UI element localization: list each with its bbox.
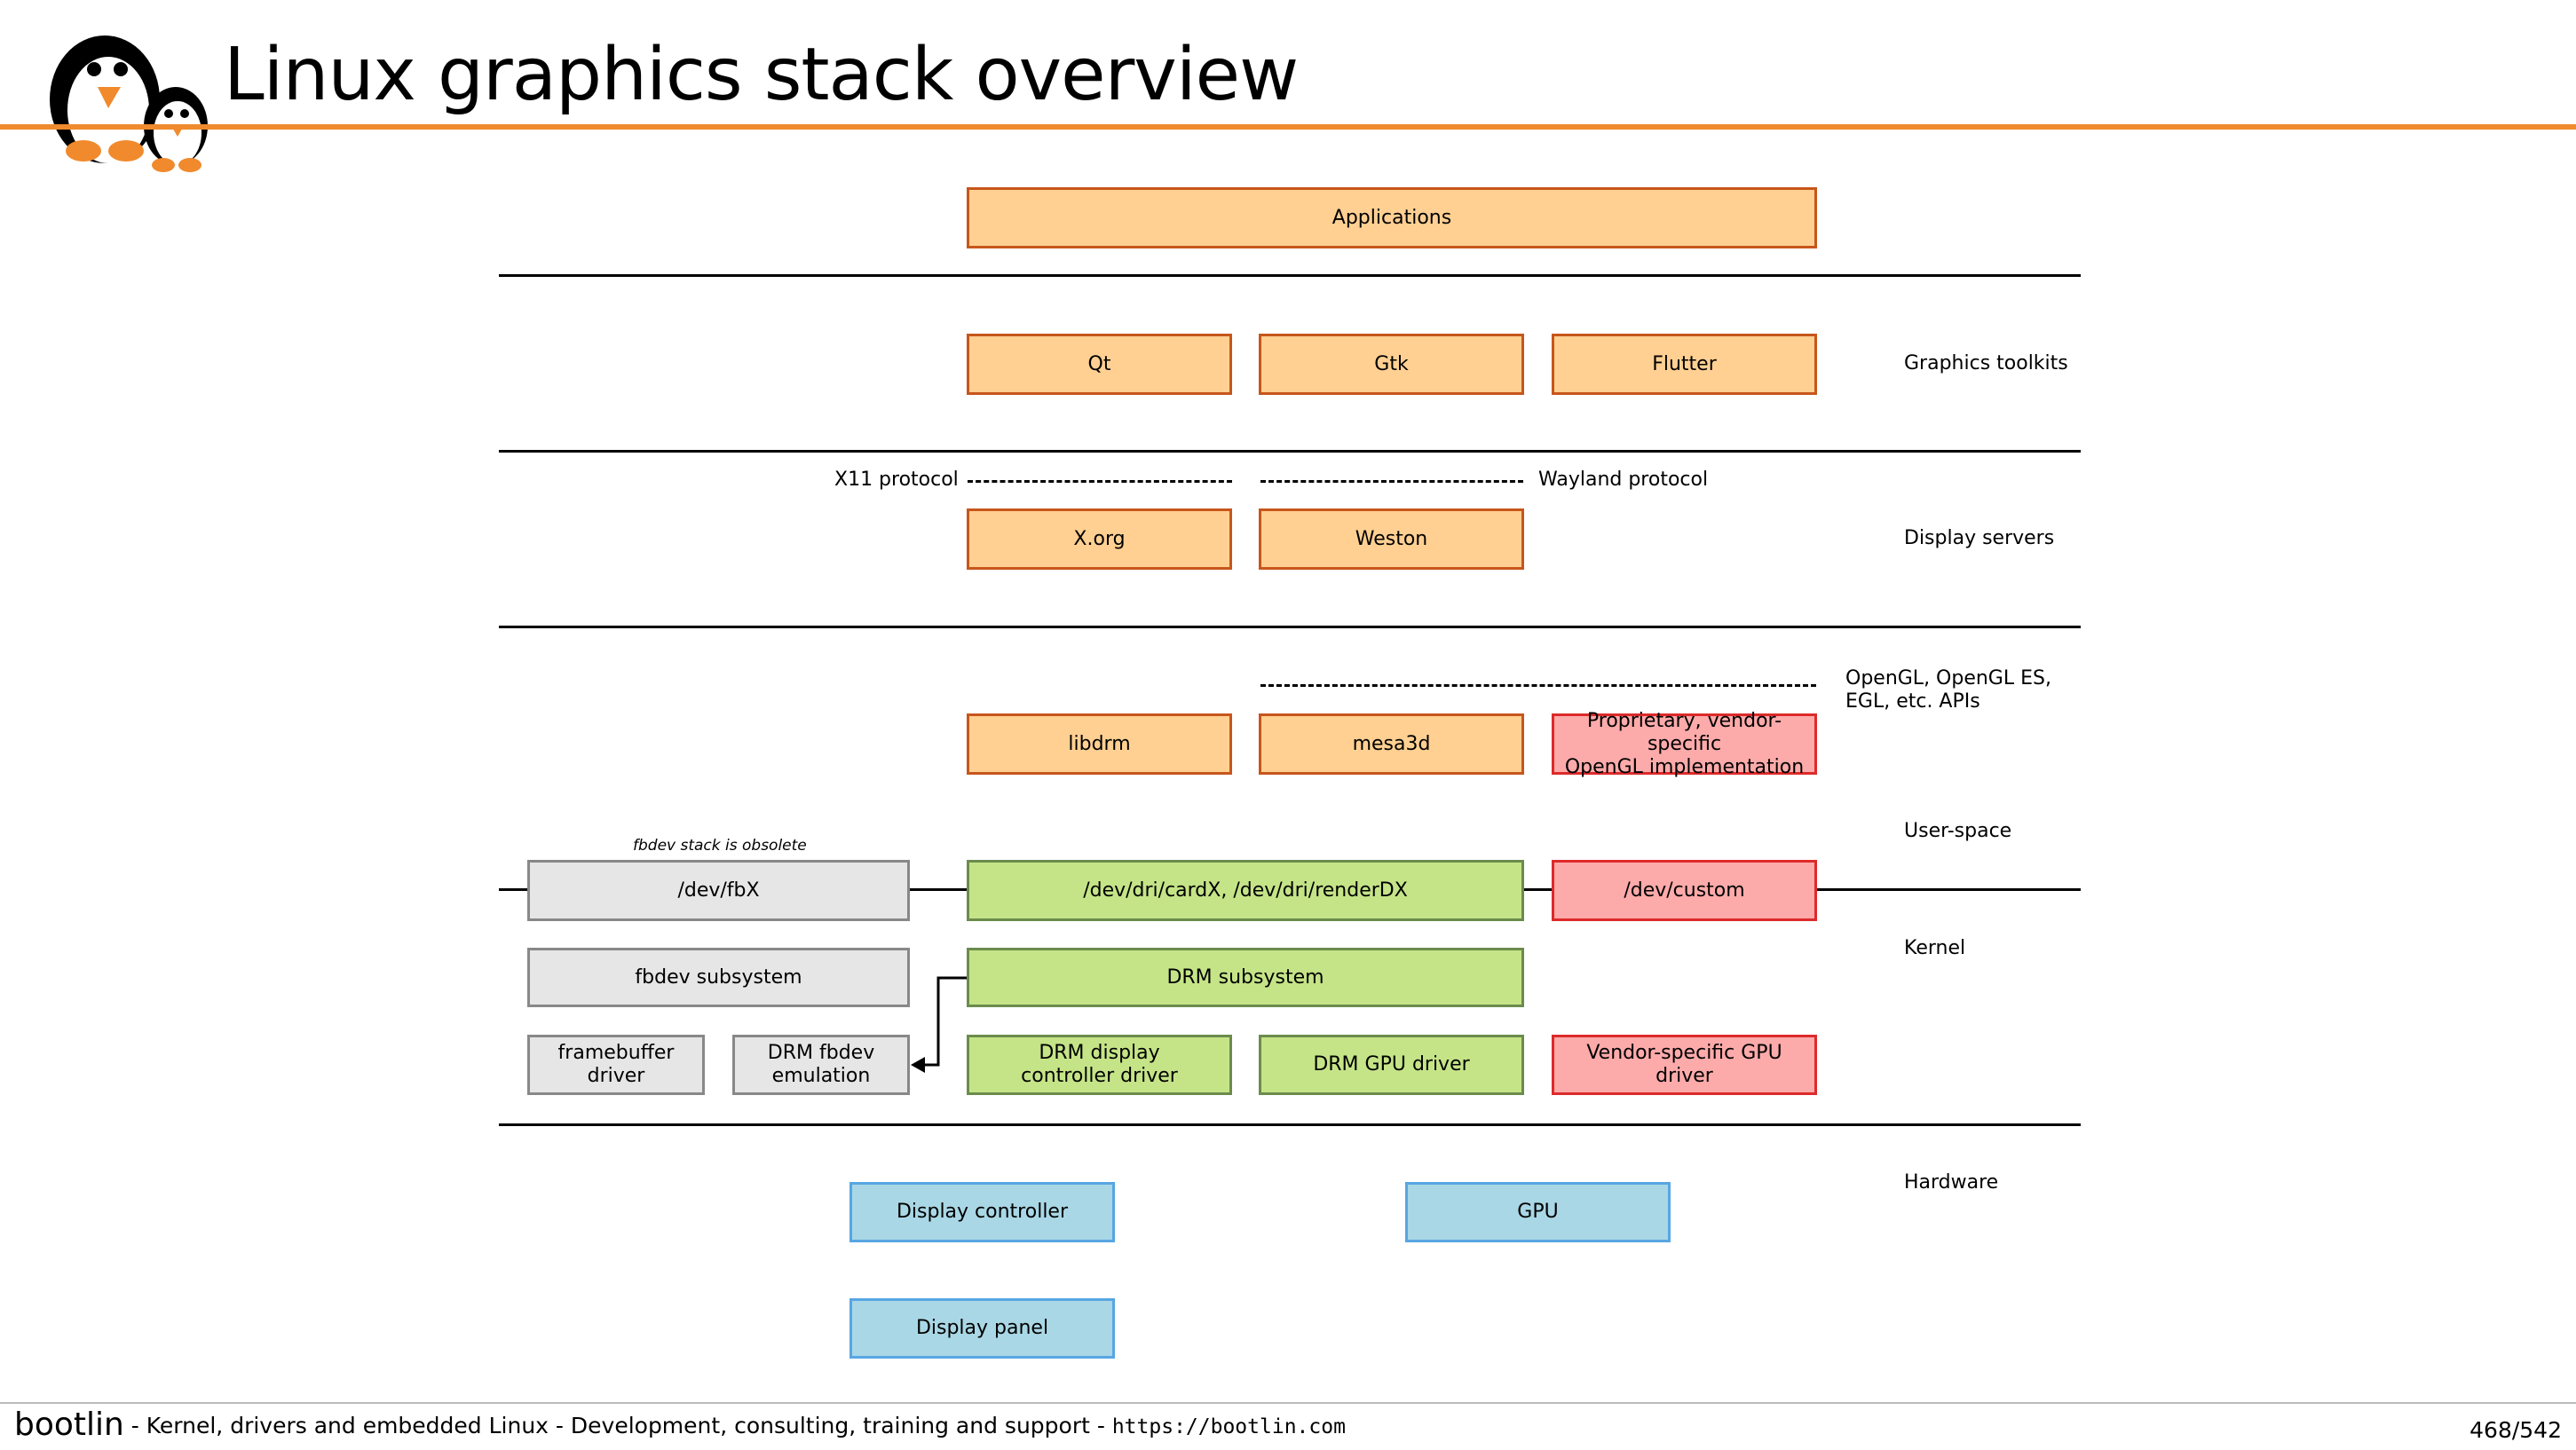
wayland-protocol-label: Wayland protocol	[1538, 469, 1709, 491]
qt-box: Qt	[967, 334, 1232, 395]
dev-dri-box: /dev/dri/cardX, /dev/dri/renderDX	[967, 860, 1524, 921]
layer-label-display-servers: Display servers	[1904, 527, 2055, 549]
drm-gpu-driver-box: DRM GPU driver	[1259, 1035, 1524, 1095]
footer-url-link[interactable]: https://bootlin.com	[1111, 1415, 1346, 1438]
drm-subsystem-box: DRM subsystem	[967, 948, 1524, 1007]
layer-label-graphics-toolkits: Graphics toolkits	[1904, 352, 2068, 374]
weston-box: Weston	[1259, 508, 1524, 570]
separator-toolkits	[499, 450, 2081, 453]
layer-label-hardware: Hardware	[1904, 1171, 1999, 1194]
page-number: 468/542	[2469, 1417, 2562, 1443]
layer-label-user-space: User-space	[1904, 820, 2012, 842]
proprietary-opengl-box: Proprietary, vendor-specific OpenGL impl…	[1552, 710, 1817, 778]
separator-kernel-hardware	[499, 1123, 2081, 1126]
opengl-api-line	[1260, 684, 1816, 687]
xorg-box: X.org	[967, 508, 1232, 570]
applications-box: Applications	[967, 187, 1817, 248]
footer-divider	[0, 1402, 2576, 1404]
bootlin-logo: bootlin	[14, 1407, 124, 1443]
display-controller-box: Display controller	[849, 1182, 1115, 1242]
dev-custom-box: /dev/custom	[1552, 860, 1817, 921]
gtk-box: Gtk	[1259, 334, 1524, 395]
display-panel-box: Display panel	[849, 1298, 1115, 1359]
drm-fbdev-emulation-box: DRM fbdev emulation	[732, 1035, 910, 1095]
framebuffer-driver-box: framebuffer driver	[527, 1035, 705, 1095]
flutter-box: Flutter	[1552, 334, 1817, 395]
opengl-apis-label-line1: OpenGL, OpenGL ES,	[1845, 667, 2051, 690]
x11-protocol-label: X11 protocol	[834, 469, 959, 491]
fbdev-obsolete-note: fbdev stack is obsolete	[633, 837, 807, 855]
fbdev-subsystem-box: fbdev subsystem	[527, 948, 910, 1007]
opengl-apis-label-line2: EGL, etc. APIs	[1845, 690, 1980, 713]
libdrm-box: libdrm	[967, 713, 1232, 775]
footer-tagline: - Kernel, drivers and embedded Linux - D…	[130, 1413, 1105, 1438]
x11-protocol-line	[968, 480, 1232, 483]
drm-display-controller-driver-box: DRM display controller driver	[967, 1035, 1232, 1095]
dev-fbx-box: /dev/fbX	[527, 860, 910, 921]
separator-applications	[499, 274, 2081, 277]
wayland-protocol-line	[1260, 480, 1523, 483]
footer: bootlin - Kernel, drivers and embedded L…	[14, 1407, 1346, 1445]
title-divider	[0, 124, 2576, 130]
mesa3d-box: mesa3d	[1259, 713, 1524, 775]
page-title: Linux graphics stack overview	[224, 33, 1299, 117]
layer-label-kernel: Kernel	[1904, 937, 1966, 959]
separator-display-servers	[499, 626, 2081, 628]
vendor-gpu-driver-box: Vendor-specific GPU driver	[1552, 1035, 1817, 1095]
gpu-box: GPU	[1405, 1182, 1671, 1242]
